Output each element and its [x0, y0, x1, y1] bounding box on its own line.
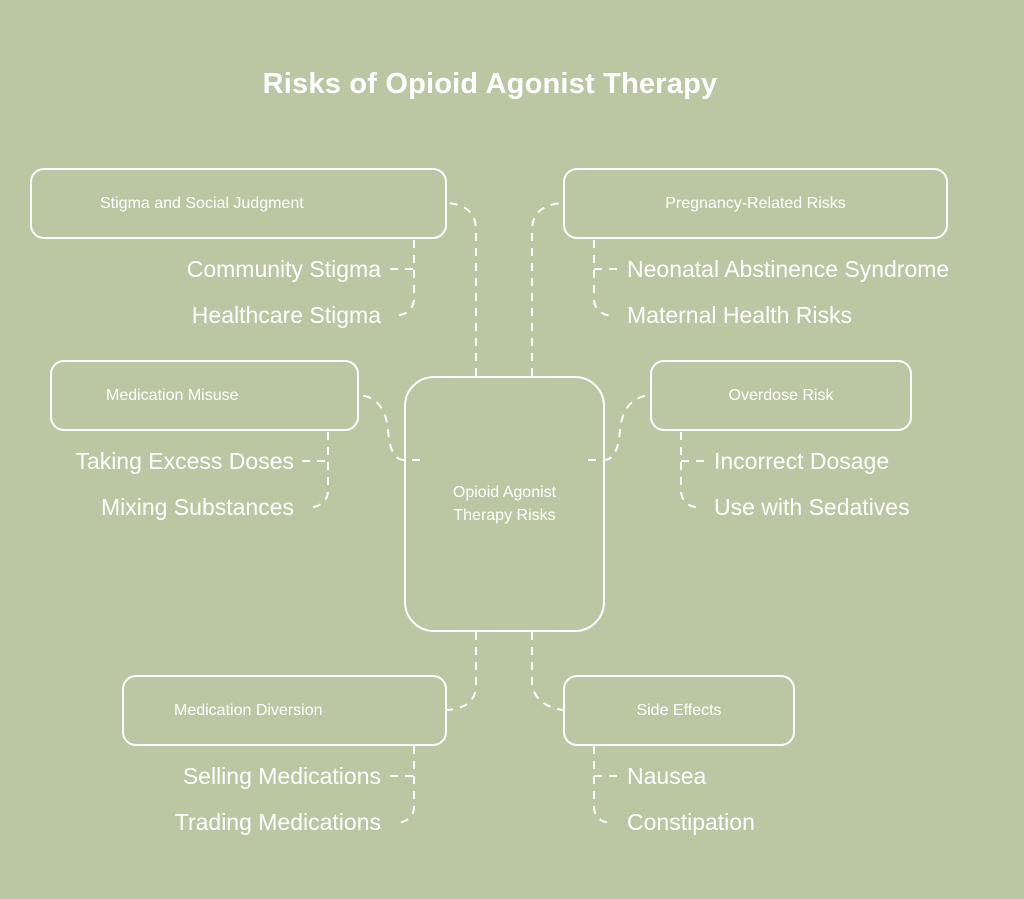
branch-stigma: Stigma and Social Judgment	[30, 168, 447, 239]
leaf-taking-excess-doses: Taking Excess Doses	[75, 448, 294, 474]
leaf-mixing-substances: Mixing Substances	[100, 494, 294, 520]
branch-overdose: Overdose Risk	[650, 360, 912, 431]
leaf-community-stigma: Community Stigma	[186, 256, 381, 282]
branch-label: Medication Diversion	[174, 701, 323, 719]
branch-diversion: Medication Diversion	[122, 675, 447, 746]
branch-label: Medication Misuse	[106, 386, 239, 404]
leaf-healthcare-stigma: Healthcare Stigma	[191, 302, 381, 328]
branch-pregnancy: Pregnancy-Related Risks	[563, 168, 948, 239]
branch-misuse: Medication Misuse	[50, 360, 359, 431]
leaf-maternal-health: Maternal Health Risks	[627, 302, 852, 328]
center-label-line1: Opioid Agonist	[452, 484, 557, 501]
branch-label: Overdose Risk	[728, 386, 834, 404]
leaf-constipation: Constipation	[627, 809, 755, 835]
branch-side-effects: Side Effects	[563, 675, 795, 746]
leaf-neonatal-abstinence: Neonatal Abstinence Syndrome	[627, 256, 950, 282]
branch-label: Side Effects	[636, 701, 722, 719]
center-node: Opioid Agonist Therapy Risks	[404, 376, 605, 632]
leaf-use-with-sedatives: Use with Sedatives	[714, 494, 910, 520]
center-label-line2: Therapy Risks	[453, 507, 556, 524]
leaf-nausea: Nausea	[627, 763, 707, 789]
leaf-selling-medications: Selling Medications	[182, 763, 381, 789]
leaf-trading-medications: Trading Medications	[174, 809, 381, 835]
branch-label: Stigma and Social Judgment	[100, 194, 304, 212]
leaf-incorrect-dosage: Incorrect Dosage	[714, 448, 890, 474]
branch-label: Pregnancy-Related Risks	[665, 194, 846, 212]
diagram-title: Risks of Opioid Agonist Therapy	[262, 68, 718, 100]
